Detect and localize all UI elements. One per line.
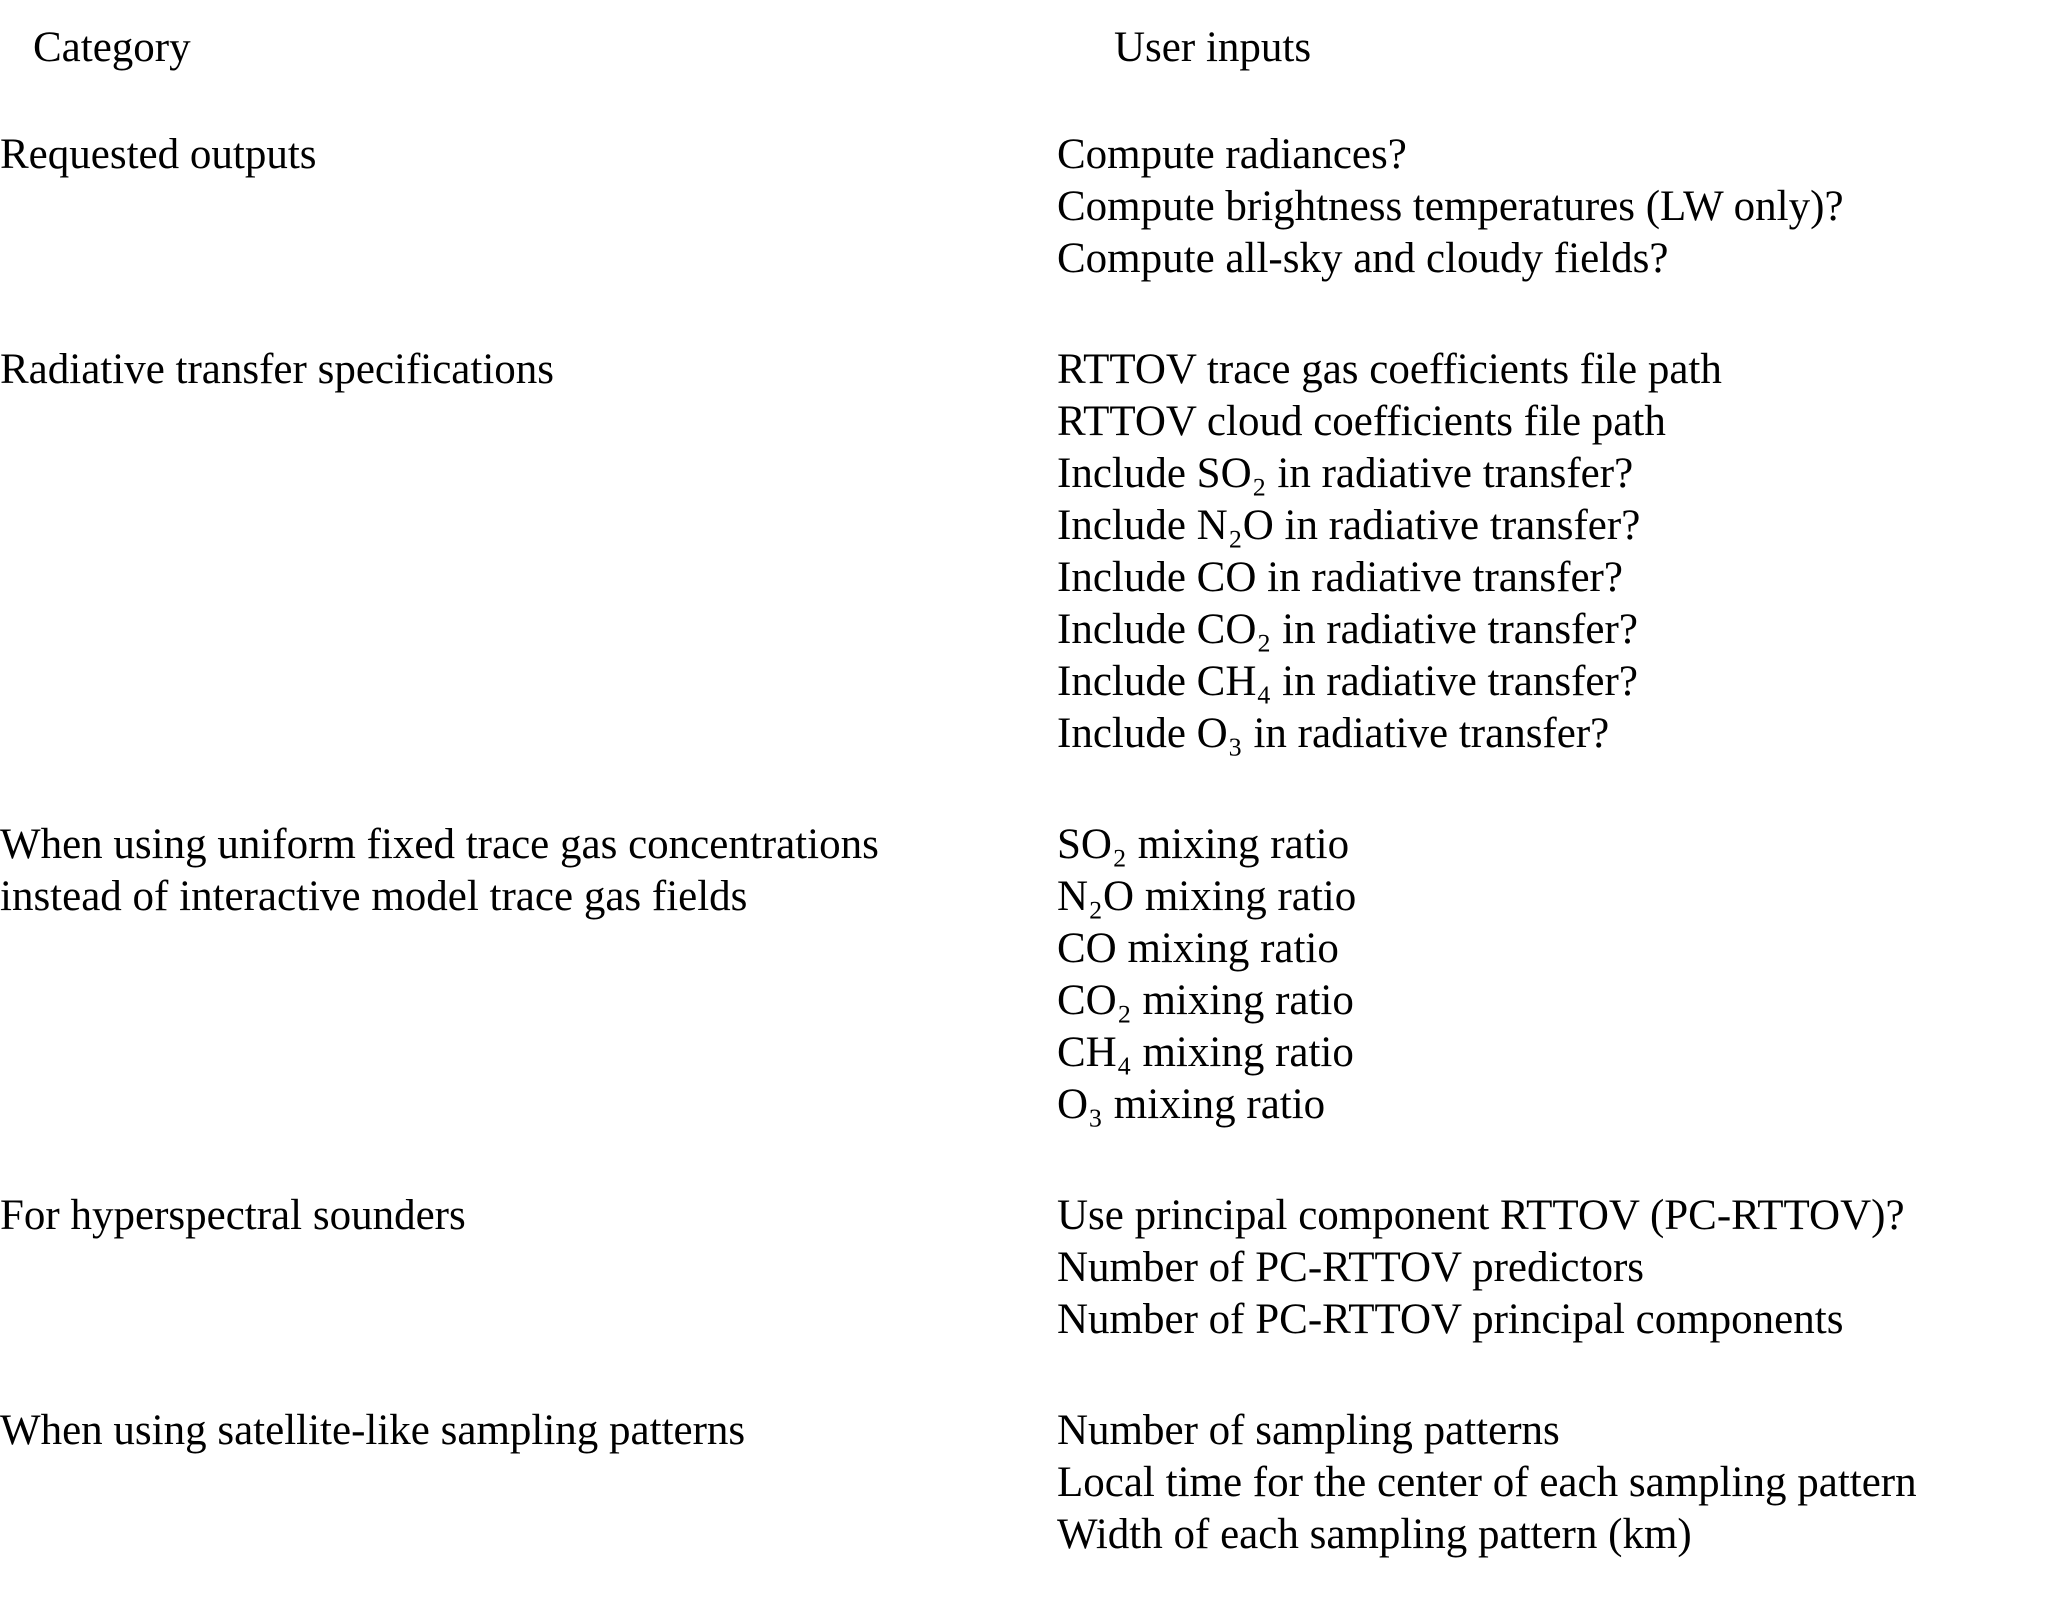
- user-input-line: Compute radiances?: [1057, 131, 1407, 178]
- user-input-line: Compute all-sky and cloudy fields?: [1057, 235, 1669, 282]
- category-line: instead of interactive model trace gas f…: [0, 873, 748, 920]
- user-input-line: Use principal component RTTOV (PC-RTTOV)…: [1057, 1192, 1905, 1239]
- category-line: When using satellite-like sampling patte…: [0, 1407, 746, 1454]
- table-cell-category: When using satellite-like sampling patte…: [0, 1374, 1057, 1589]
- user-input-line: Include CH₄ in radiative transfer?: [1057, 658, 1638, 705]
- table-cell-category: When using uniform fixed trace gas conce…: [0, 788, 1057, 1159]
- table-cell-category: For hyperspectral sounders: [0, 1159, 1057, 1374]
- category-line: For hyperspectral sounders: [0, 1192, 466, 1239]
- table-header-row: Category User inputs: [0, 0, 2067, 98]
- table-row: When using uniform fixed trace gas conce…: [0, 788, 2067, 1159]
- category-line: When using uniform fixed trace gas conce…: [0, 821, 879, 868]
- table-row: When using satellite-like sampling patte…: [0, 1374, 2067, 1589]
- user-input-line: CO₂ mixing ratio: [1057, 977, 1354, 1024]
- user-input-line: Include N₂O in radiative transfer?: [1057, 502, 1641, 549]
- user-input-line: RTTOV trace gas coefficients file path: [1057, 346, 1722, 393]
- user-input-line: Number of sampling patterns: [1057, 1407, 1560, 1454]
- user-input-line: Width of each sampling pattern (km): [1057, 1511, 1692, 1558]
- user-input-line: Number of PC-RTTOV principal components: [1057, 1296, 1844, 1343]
- user-input-line: RTTOV cloud coefficients file path: [1057, 398, 1666, 445]
- user-input-line: Compute brightness temperatures (LW only…: [1057, 183, 1844, 230]
- user-input-line: Include CO₂ in radiative transfer?: [1057, 606, 1638, 653]
- table-cell-category: Radiative transfer specifications: [0, 313, 1057, 788]
- user-input-line: Local time for the center of each sampli…: [1057, 1459, 1917, 1506]
- user-input-line: O₃ mixing ratio: [1057, 1081, 1326, 1128]
- table-cell-user-inputs: Compute radiances? Compute brightness tem…: [1057, 98, 2067, 313]
- column-header-user-inputs: User inputs: [1057, 0, 2067, 98]
- user-input-line: Include SO₂ in radiative transfer?: [1057, 450, 1634, 497]
- category-line: Requested outputs: [0, 131, 317, 178]
- user-input-line: Number of PC-RTTOV predictors: [1057, 1244, 1645, 1291]
- user-input-line: CO mixing ratio: [1057, 925, 1339, 972]
- table-header: Category User inputs: [0, 0, 2067, 98]
- user-input-line: SO₂ mixing ratio: [1057, 821, 1350, 868]
- table-cell-category: Requested outputs: [0, 98, 1057, 313]
- column-header-user-inputs-label: User inputs: [1114, 24, 1312, 71]
- column-header-category-label: Category: [33, 24, 191, 71]
- user-input-line: Include CO in radiative transfer?: [1057, 554, 1623, 601]
- user-input-line: Include O₃ in radiative transfer?: [1057, 710, 1610, 757]
- user-input-line: N₂O mixing ratio: [1057, 873, 1357, 920]
- user-input-line: CH₄ mixing ratio: [1057, 1029, 1354, 1076]
- table-row: Radiative transfer specifications RTTOV t…: [0, 313, 2067, 788]
- table-cell-user-inputs: Use principal component RTTOV (PC-RTTOV)…: [1057, 1159, 2067, 1374]
- column-header-category: Category: [0, 0, 1057, 98]
- table-row: For hyperspectral sounders Use principal …: [0, 1159, 2067, 1374]
- category-line: Radiative transfer specifications: [0, 346, 555, 393]
